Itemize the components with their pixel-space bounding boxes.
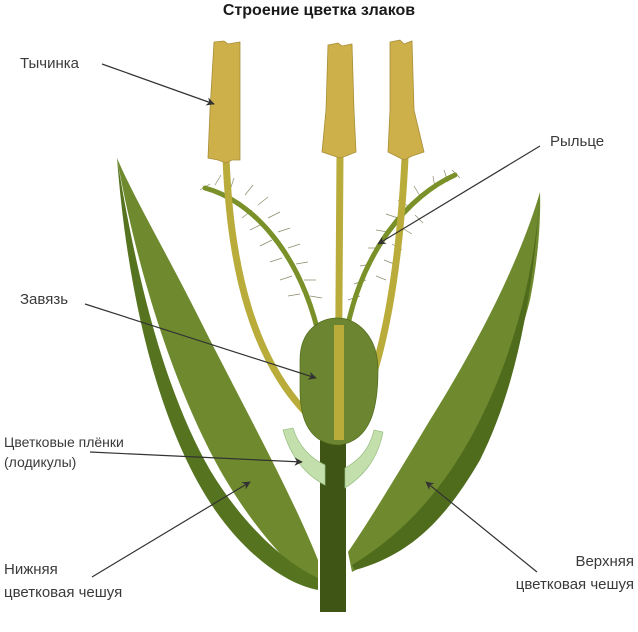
- lower-floral-scale: [117, 158, 318, 590]
- anther-right: [387, 39, 425, 161]
- pointer-lines: [84, 63, 541, 578]
- upper-floral-scale: [348, 192, 541, 572]
- style-column: [334, 325, 344, 440]
- arrow-lower-scale: [91, 481, 251, 578]
- arrow-lodicules: [89, 451, 303, 466]
- lodicules: [282, 427, 384, 489]
- anther-middle: [321, 42, 357, 159]
- label-ovary: Завязь: [20, 291, 69, 308]
- label-lower-scale-line1: Нижняя: [4, 561, 58, 578]
- label-stigma: Рыльце: [550, 133, 605, 150]
- diagram-title: Строение цветка злаков: [222, 2, 416, 19]
- label-lodicules-line2: (лодикулы): [4, 454, 77, 470]
- arrow-stamen: [101, 63, 215, 106]
- label-lodicules-line1: Цветковые плёнки: [4, 434, 124, 450]
- anther-left: [207, 40, 241, 164]
- arrow-upper-scale: [425, 481, 538, 573]
- label-upper-scale-line1: Верхняя: [575, 553, 634, 570]
- arrow-stigma: [377, 145, 541, 245]
- arrow-ovary: [84, 303, 317, 380]
- label-stamen: Тычинка: [20, 55, 79, 72]
- label-lower-scale-line2: цветковая чешуя: [4, 584, 123, 601]
- anthers: [207, 39, 425, 164]
- label-upper-scale-line2: цветковая чешуя: [515, 576, 634, 593]
- stigma-branches: [202, 172, 458, 343]
